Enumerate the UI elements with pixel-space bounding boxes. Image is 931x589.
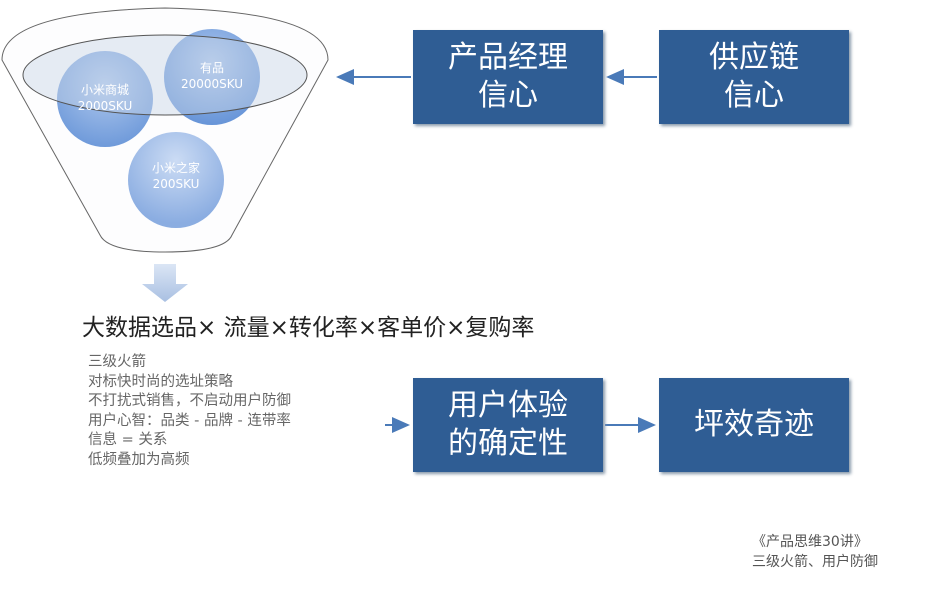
circle-mi-store: [57, 51, 153, 147]
box-supply-confidence: 供应链 信心: [659, 30, 849, 124]
footer-line: 《产品思维30讲》: [752, 534, 868, 550]
box-efficiency-miracle: 坪效奇迹: [659, 378, 849, 472]
circle-youpin: [164, 29, 260, 125]
box-line: 产品经理: [448, 40, 568, 75]
box-line: 供应链: [709, 40, 799, 75]
note-line: 对标快时尚的选址策略: [88, 373, 233, 390]
box-line: 信心: [724, 78, 784, 113]
box-ux-certainty: 用户体验 的确定性: [413, 378, 603, 472]
circle-label-mi-store: 小米商城 2000SKU: [57, 82, 153, 114]
circle-sku: 200SKU: [152, 177, 200, 191]
box-pm-confidence: 产品经理 信心: [413, 30, 603, 124]
note-line: 不打扰式销售，不启动用户防御: [88, 393, 291, 409]
box-line: 信心: [478, 78, 538, 113]
box-line: 用户体验: [448, 388, 568, 423]
note-line: 用户心智：品类 - 品牌 - 连带率: [88, 412, 291, 429]
note-line: 低频叠加为高频: [88, 451, 190, 468]
notes: 三级火箭 对标快时尚的选址策略 不打扰式销售，不启动用户防御 用户心智：品类 -…: [88, 353, 291, 470]
note-line: 三级火箭: [88, 354, 146, 370]
circle-name: 有品: [199, 61, 224, 75]
funnel-rim: [22, 34, 308, 116]
down-arrow-icon: [142, 264, 188, 302]
circle-name: 小米之家: [151, 161, 200, 175]
circle-mi-home: [128, 132, 224, 228]
circle-label-youpin: 有品 20000SKU: [164, 60, 260, 92]
funnel: [1, 7, 329, 253]
note-line: 信息 = 关系: [88, 432, 168, 448]
footer-source: 《产品思维30讲》 三级火箭、用户防御: [752, 532, 878, 572]
formula: 大数据选品× 流量×转化率×客单价×复购率: [82, 315, 535, 341]
circle-label-mi-home: 小米之家 200SKU: [128, 160, 224, 192]
circle-sku: 2000SKU: [77, 99, 133, 113]
box-line: 的确定性: [448, 426, 568, 461]
circle-sku: 20000SKU: [180, 77, 244, 91]
circle-name: 小米商城: [80, 83, 129, 97]
footer-line: 三级火箭、用户防御: [752, 554, 878, 570]
box-line: 坪效奇迹: [694, 407, 814, 442]
